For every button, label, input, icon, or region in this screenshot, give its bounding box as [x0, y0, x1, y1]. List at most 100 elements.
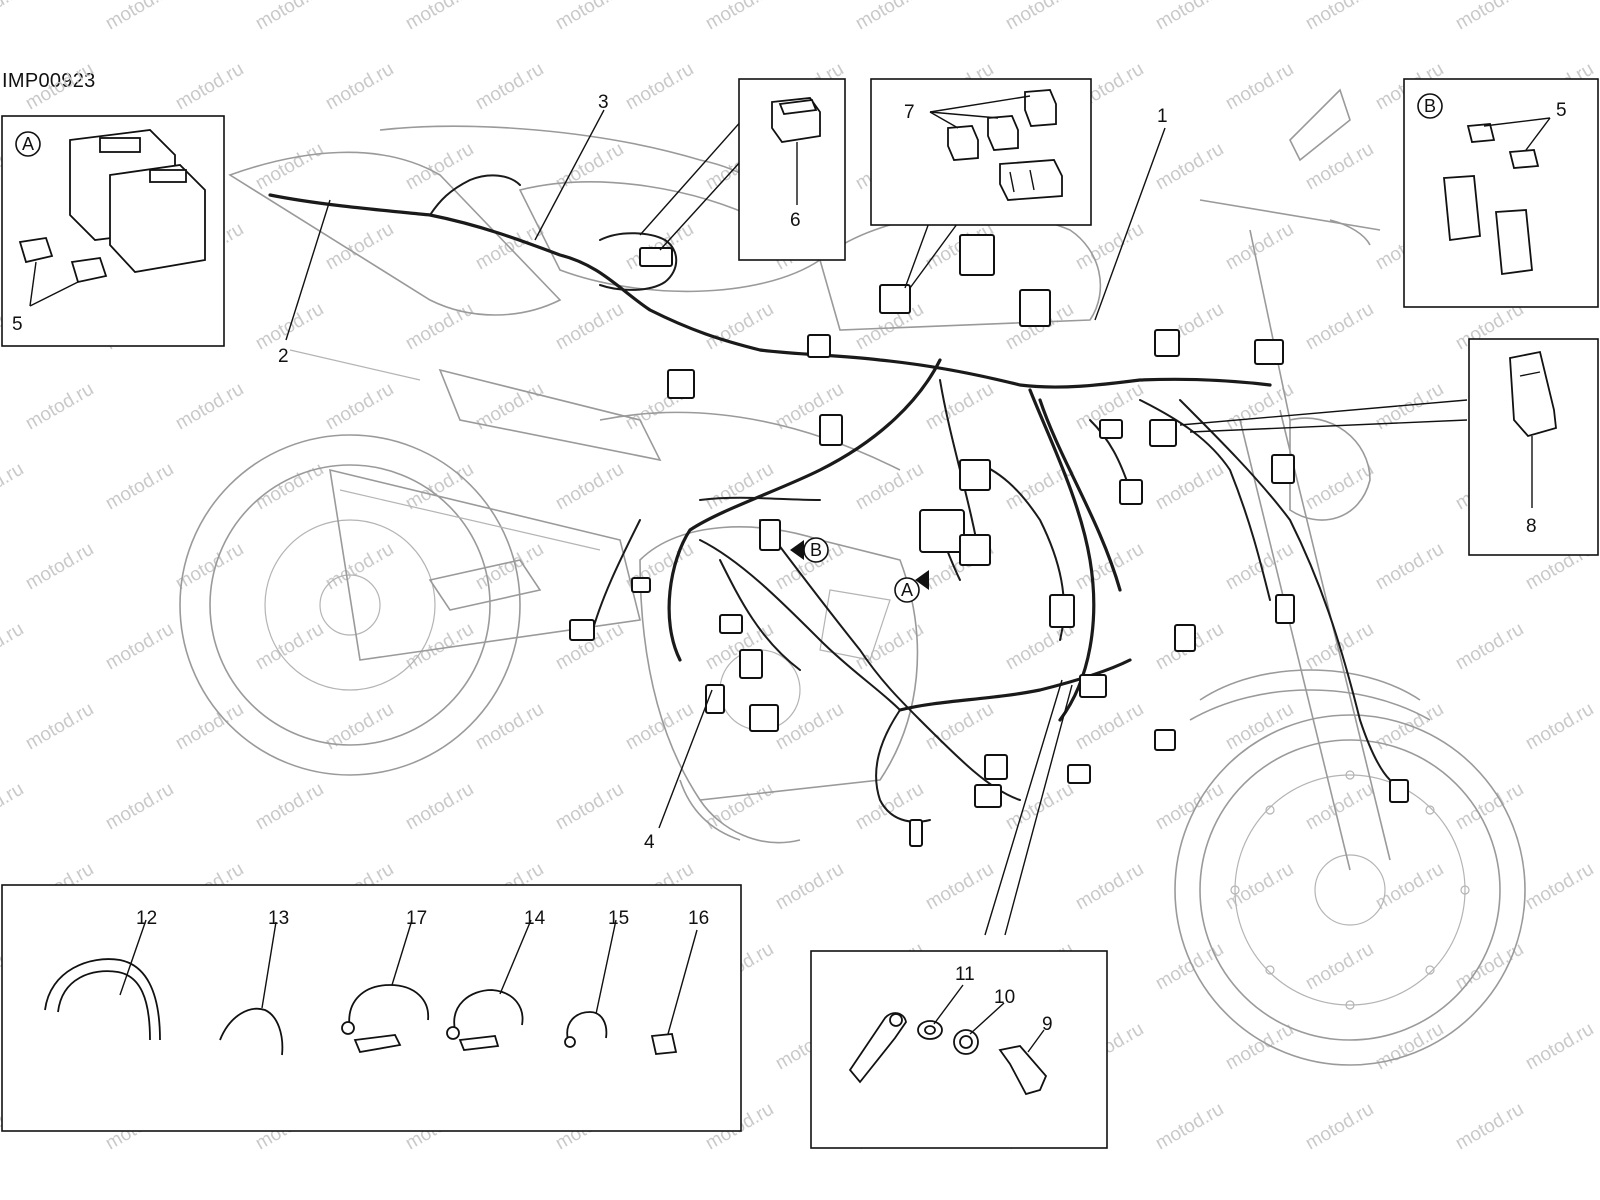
watermark-text: motod.ru	[1302, 139, 1377, 195]
inset-clamps: 12 13 17 14 15 16	[1, 884, 742, 1132]
ground-callout-11: 11	[955, 964, 975, 985]
clamp-callout-16: 16	[688, 908, 709, 929]
view-marker-a-label: A	[901, 580, 913, 600]
watermark-text: motod.ru	[172, 59, 247, 115]
watermark-text: motod.ru	[1302, 0, 1377, 34]
watermark-text: motod.ru	[1522, 1019, 1597, 1075]
watermark-text: motod.ru	[322, 379, 397, 435]
watermark-text: motod.ru	[22, 539, 97, 595]
ground-callout-10: 10	[994, 987, 1015, 1008]
watermark-text: motod.ru	[102, 0, 177, 34]
watermark-text: motod.ru	[552, 299, 627, 355]
clamp-callout-17: 17	[406, 908, 427, 929]
watermark-text: motod.ru	[0, 779, 27, 835]
view-marker-a: A	[894, 570, 929, 603]
watermark-text: motod.ru	[1372, 699, 1447, 755]
watermark-text: motod.ru	[102, 459, 177, 515]
watermark-text: motod.ru	[1222, 59, 1297, 115]
watermark-text: motod.ru	[0, 619, 27, 675]
watermark-text: motod.ru	[552, 459, 627, 515]
watermark-text: motod.ru	[1372, 379, 1447, 435]
watermark-text: motod.ru	[1302, 939, 1377, 995]
watermark-text: motod.ru	[1452, 619, 1527, 675]
callout-2: 2	[278, 346, 289, 367]
callout-1: 1	[1157, 106, 1168, 127]
watermark-text: motod.ru	[1302, 459, 1377, 515]
watermark-text: motod.ru	[1072, 539, 1147, 595]
watermark-text: motod.ru	[472, 59, 547, 115]
clamp-callout-14: 14	[524, 908, 546, 929]
watermark-text: motod.ru	[1152, 939, 1227, 995]
watermark-text: motod.ru	[922, 379, 997, 435]
inset-a-label: A	[22, 134, 34, 154]
watermark-text: motod.ru	[1072, 859, 1147, 915]
watermark-text: motod.ru	[1222, 379, 1297, 435]
watermark-text: motod.ru	[1222, 1019, 1297, 1075]
watermark-text: motod.ru	[252, 779, 327, 835]
watermark-text: motod.ru	[402, 459, 477, 515]
ground-callout-9: 9	[1042, 1014, 1053, 1035]
watermark-text: motod.ru	[172, 379, 247, 435]
watermark-text: motod.ru	[402, 139, 477, 195]
inset-b-label: B	[1424, 96, 1436, 116]
inset-7-callout: 7	[904, 102, 915, 123]
clamp-callout-13: 13	[268, 908, 289, 929]
watermark-text: motod.ru	[252, 139, 327, 195]
watermark-text: motod.ru	[1152, 459, 1227, 515]
inset-a-fusebox: A 5	[1, 115, 225, 347]
watermark-text: motod.ru	[1072, 219, 1147, 275]
main-leader-lines	[285, 109, 1468, 936]
watermark-text: motod.ru	[322, 59, 397, 115]
watermark-text: motod.ru	[922, 699, 997, 755]
inset-b-callout-5: 5	[1556, 100, 1567, 121]
watermark-text: motod.ru	[22, 379, 97, 435]
watermark-text: motod.ru	[1002, 0, 1077, 34]
watermark-text: motod.ru	[22, 699, 97, 755]
main-callouts: 1 2 3 4	[278, 92, 1168, 853]
watermark-text: motod.ru	[322, 539, 397, 595]
watermark-text: motod.ru	[1522, 699, 1597, 755]
callout-3: 3	[598, 92, 609, 113]
watermark-text: motod.ru	[1072, 699, 1147, 755]
watermark-text: motod.ru	[252, 459, 327, 515]
callout-4: 4	[644, 832, 655, 853]
inset-6-callout: 6	[790, 210, 801, 231]
watermark-text: motod.ru	[0, 459, 27, 515]
watermark-text: motod.ru	[1302, 1099, 1377, 1155]
watermark-text: motod.ru	[252, 619, 327, 675]
view-marker-b-label: B	[810, 540, 822, 560]
watermark-text: motod.ru	[322, 219, 397, 275]
clamp-callout-15: 15	[608, 908, 629, 929]
watermark-text: motod.ru	[402, 299, 477, 355]
watermark-text: motod.ru	[852, 0, 927, 34]
watermark-text: motod.ru	[1452, 0, 1527, 34]
watermark-text: motod.ru	[772, 859, 847, 915]
watermark-text: motod.ru	[402, 779, 477, 835]
inset-ground-kit: 11 10 9	[810, 950, 1108, 1149]
inset-relays-7: 7	[870, 78, 1092, 226]
watermark-text: motod.ru	[22, 59, 97, 115]
watermark-text: motod.ru	[0, 0, 27, 34]
watermark-text: motod.ru	[622, 699, 697, 755]
inset-b-fuses: B 5	[1403, 78, 1599, 308]
inset-a-callout-5: 5	[12, 314, 23, 335]
watermark-text: motod.ru	[1372, 859, 1447, 915]
watermark-text: motod.ru	[772, 699, 847, 755]
watermark-text: motod.ru	[702, 0, 777, 34]
watermark-text: motod.ru	[552, 0, 627, 34]
watermark-text: motod.ru	[852, 459, 927, 515]
view-marker-b: B	[790, 537, 829, 563]
inset-8-callout: 8	[1526, 516, 1537, 537]
watermark-text: motod.ru	[172, 539, 247, 595]
watermark-text: motod.ru	[472, 699, 547, 755]
watermark-text: motod.ru	[322, 699, 397, 755]
watermark-text: motod.ru	[102, 619, 177, 675]
watermark-text: motod.ru	[252, 0, 327, 34]
watermark-text: motod.ru	[1372, 539, 1447, 595]
watermark-text: motod.ru	[1152, 139, 1227, 195]
clamp-callout-12: 12	[136, 908, 157, 929]
watermark-text: motod.ru	[1222, 539, 1297, 595]
watermark-text: motod.ru	[1452, 1099, 1527, 1155]
watermark-text: motod.ru	[402, 619, 477, 675]
